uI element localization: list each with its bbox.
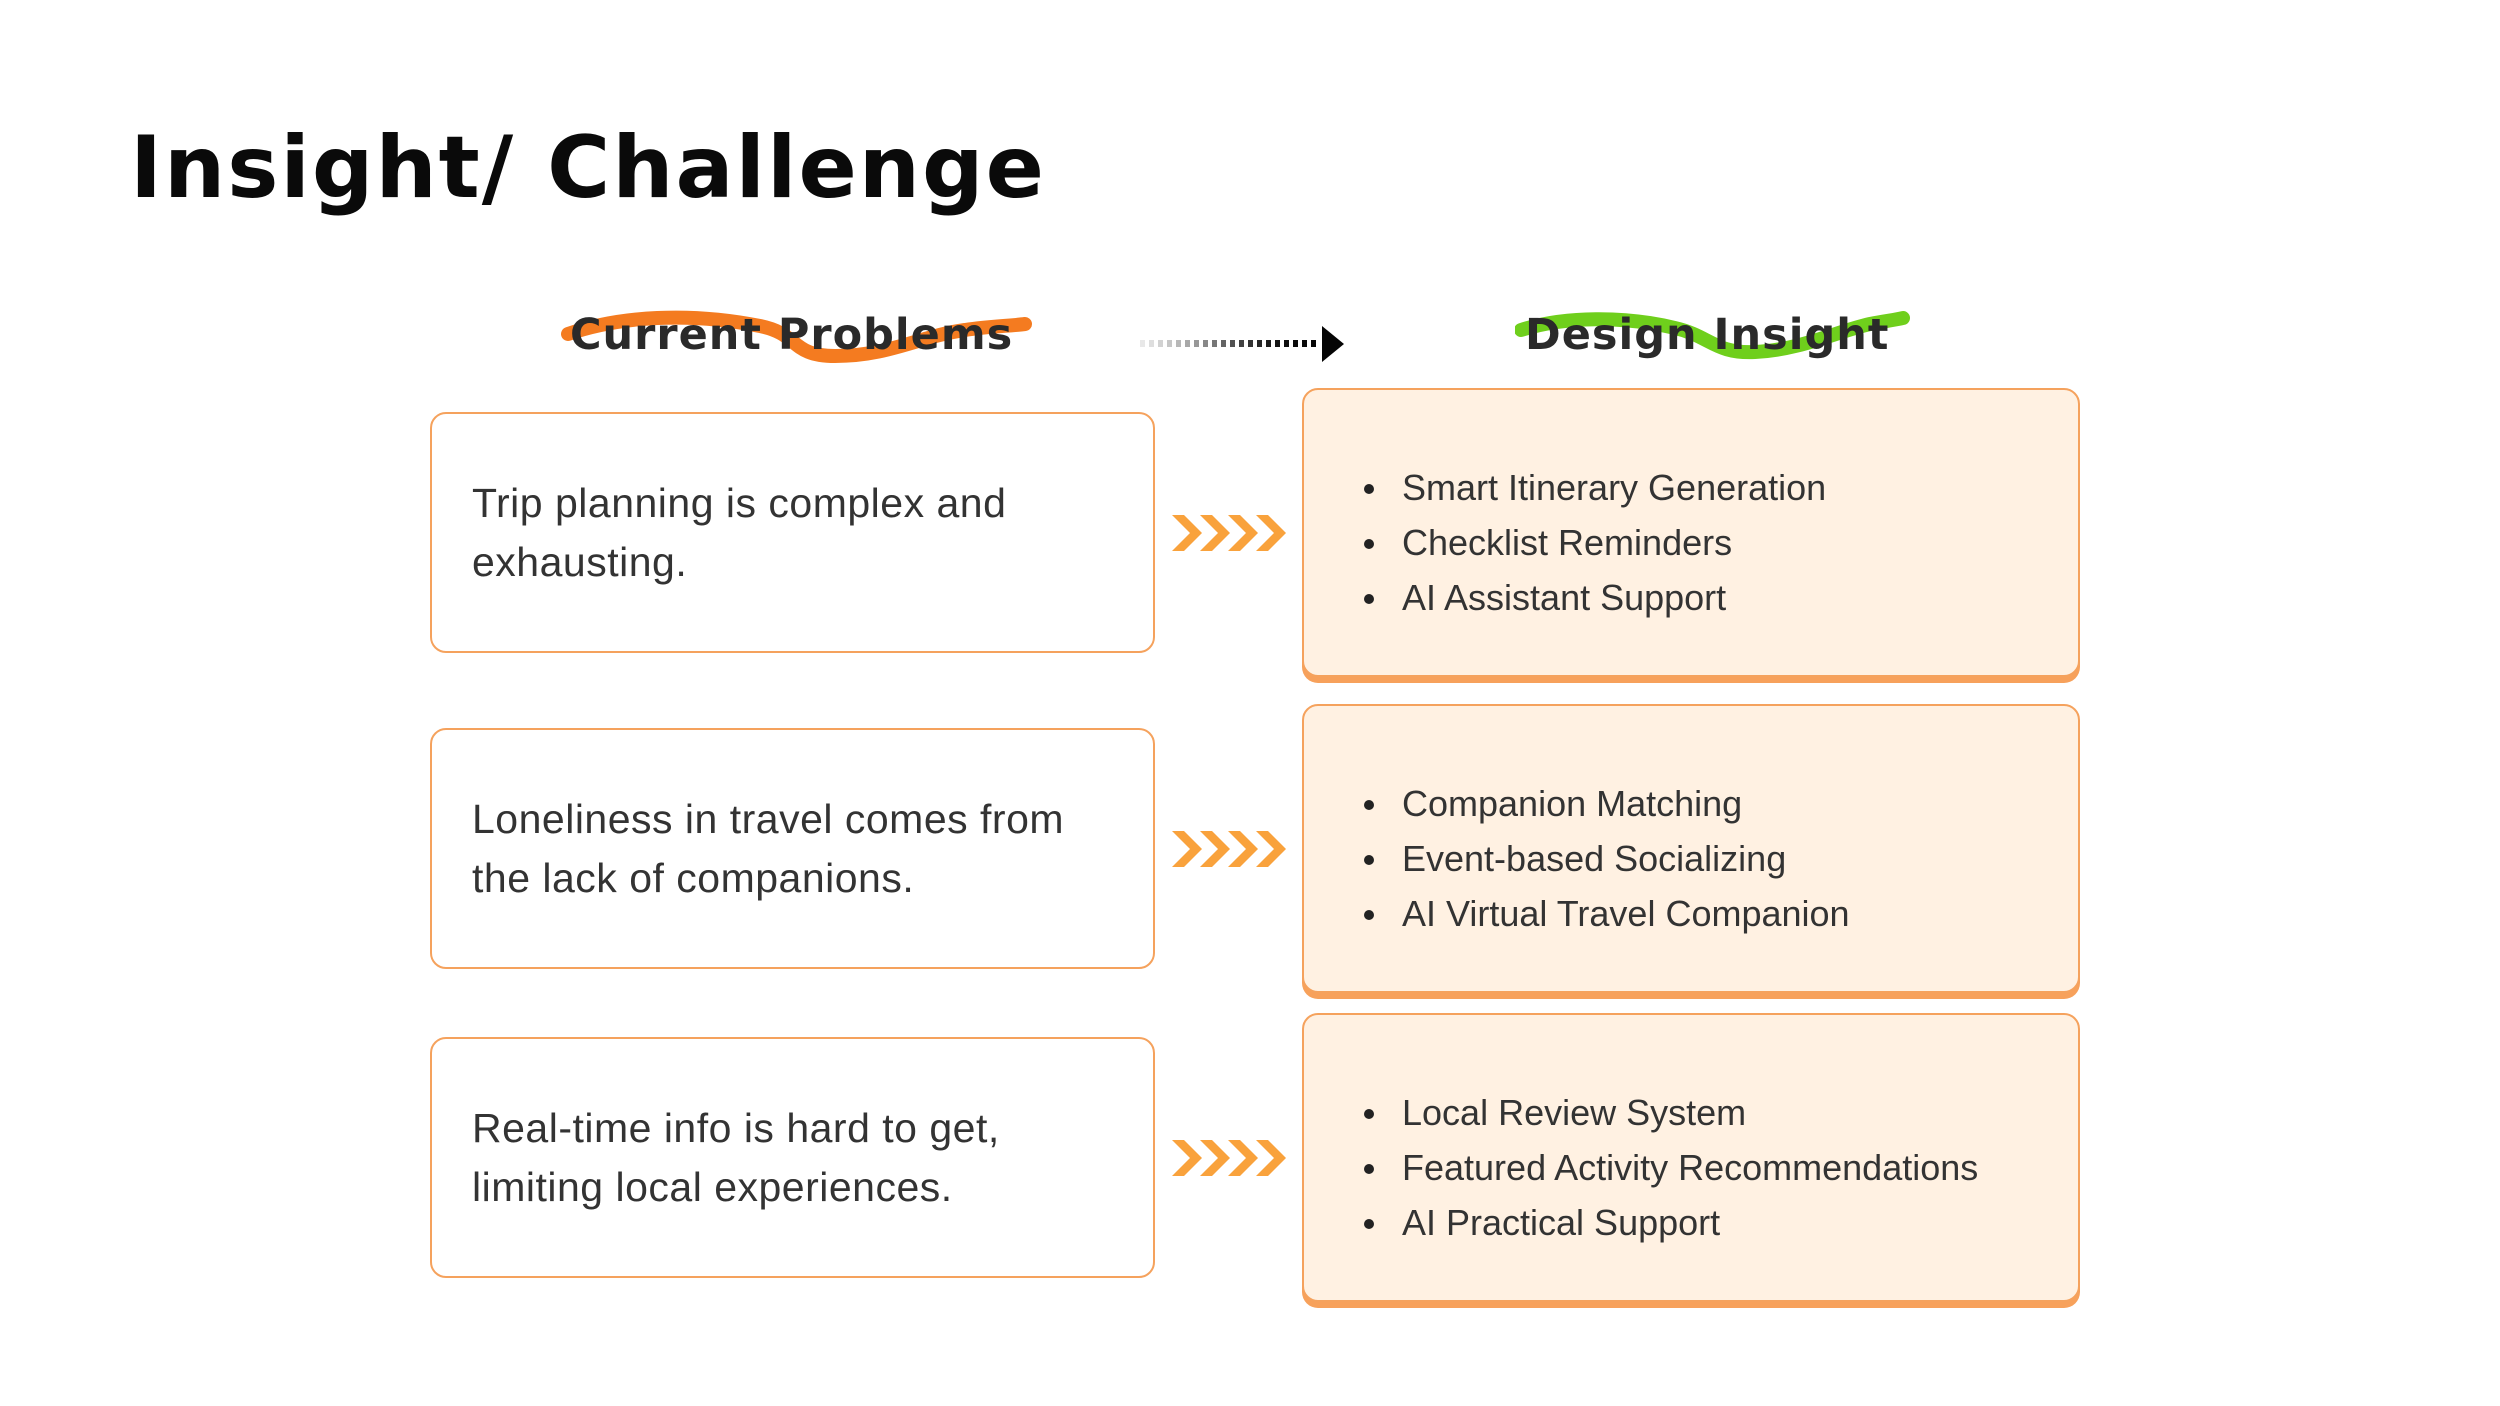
insight-item: Companion Matching [1364, 776, 2078, 831]
green-highlight-stroke [1515, 311, 1910, 360]
column-heading-problems: Current Problems [561, 310, 1032, 380]
column-heading-insight-label: Design Insight [1525, 310, 1890, 360]
dotted-arrow-dots [1140, 340, 1316, 347]
insight-item: AI Virtual Travel Companion [1364, 886, 2078, 941]
insight-item: Smart Itinerary Generation [1364, 460, 2078, 515]
problem-card-2: Loneliness in travel comes from the lack… [430, 728, 1155, 969]
insight-list: Companion Matching Event-based Socializi… [1364, 776, 2078, 941]
insight-list: Smart Itinerary Generation Checklist Rem… [1364, 460, 2078, 625]
insight-item: Local Review System [1364, 1085, 2078, 1140]
problem-text: Real-time info is hard to get, limiting … [472, 1104, 1000, 1210]
column-heading-problems-label: Current Problems [570, 310, 1014, 360]
chevron-quad-right-icon [1172, 831, 1286, 867]
insight-item: Checklist Reminders [1364, 515, 2078, 570]
page-title: Insight/ Challenge [130, 118, 1046, 218]
insight-card-2: Companion Matching Event-based Socializi… [1302, 704, 2080, 993]
insight-item: Event-based Socializing [1364, 831, 2078, 886]
problem-card-3: Real-time info is hard to get, limiting … [430, 1037, 1155, 1278]
chevron-quad-right-icon [1172, 1140, 1286, 1176]
insight-item: AI Practical Support [1364, 1195, 2078, 1250]
problem-text: Loneliness in travel comes from the lack… [472, 795, 1065, 901]
problem-card-1: Trip planning is complex and exhausting. [430, 412, 1155, 653]
insight-item: Featured Activity Recommendations [1364, 1140, 2078, 1195]
orange-highlight-stroke [561, 310, 1032, 364]
chevron-quad-right-icon [1172, 515, 1286, 551]
insight-card-1: Smart Itinerary Generation Checklist Rem… [1302, 388, 2080, 677]
dotted-arrow-right-icon [1140, 326, 1344, 362]
column-heading-insight: Design Insight [1515, 310, 1910, 380]
insight-list: Local Review System Featured Activity Re… [1364, 1085, 2078, 1250]
insight-card-3: Local Review System Featured Activity Re… [1302, 1013, 2080, 1302]
problem-text: Trip planning is complex and exhausting. [472, 479, 1007, 585]
insight-item: AI Assistant Support [1364, 570, 2078, 625]
